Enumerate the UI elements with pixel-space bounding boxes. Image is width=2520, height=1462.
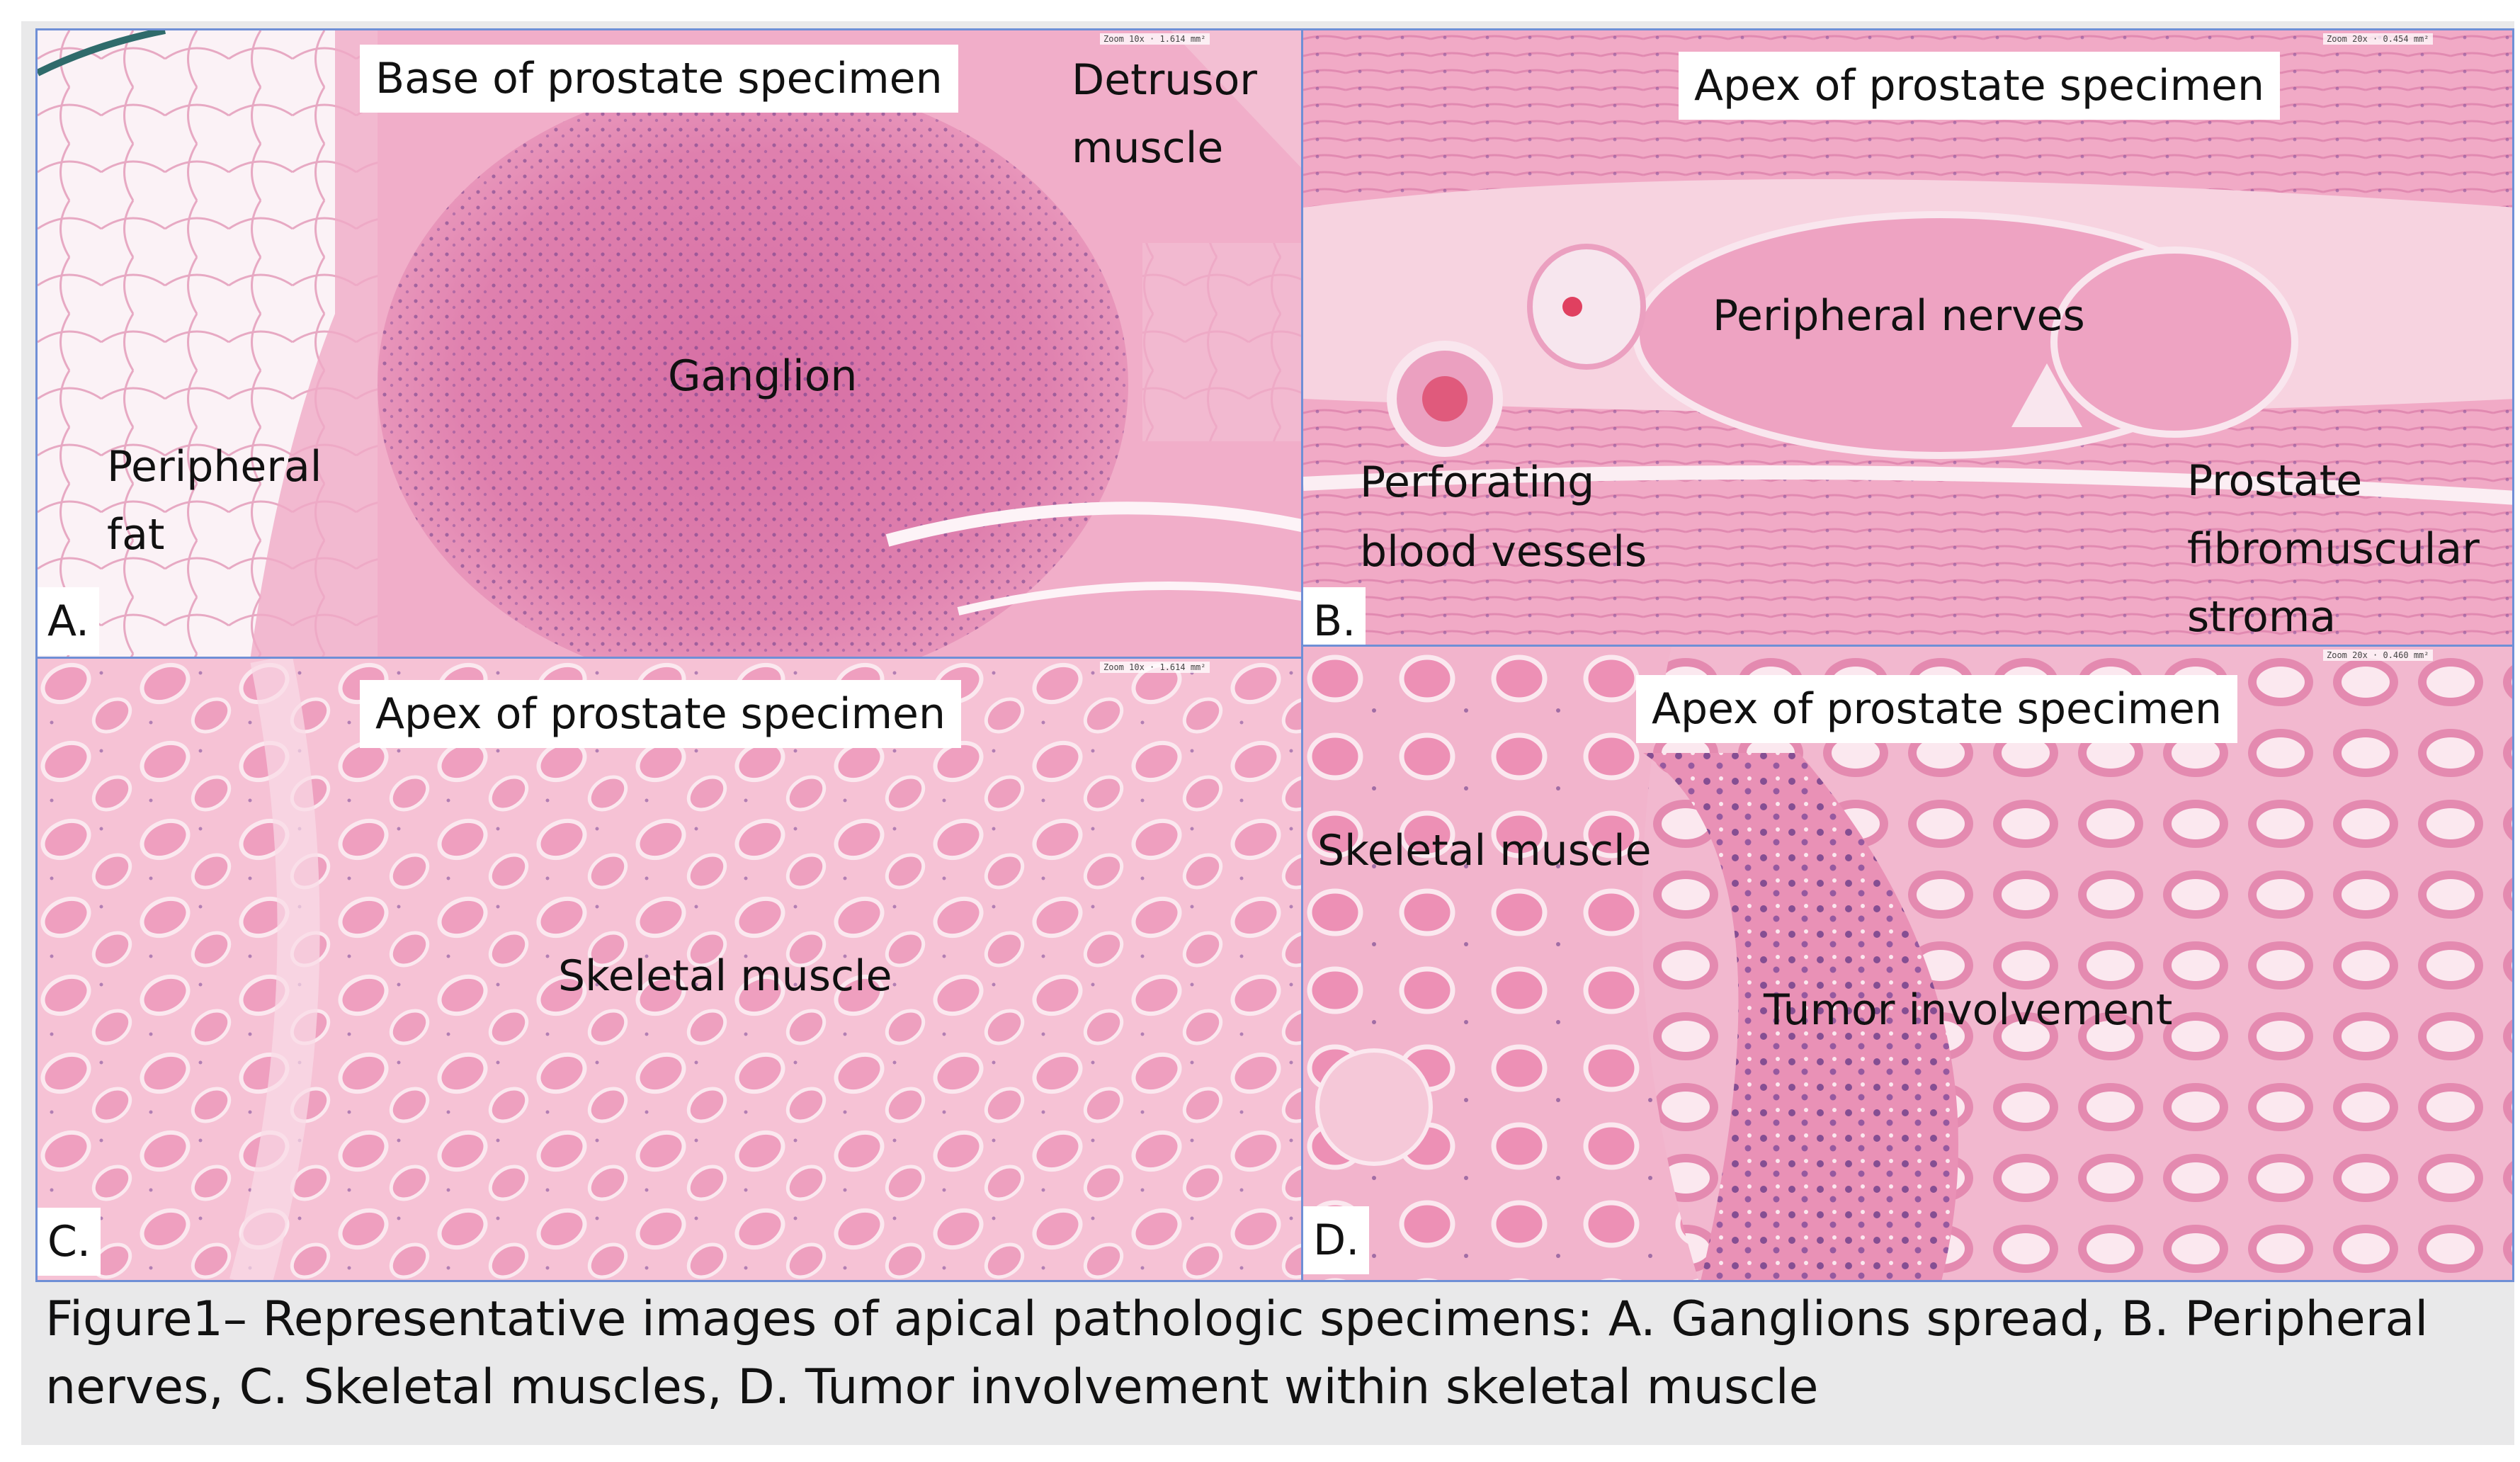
panel-b-label-perforating: Perforating bbox=[1360, 458, 1595, 507]
panel-b-label-prostate: Prostate bbox=[2187, 456, 2363, 506]
panel-a-label-ganglion: Ganglion bbox=[668, 351, 858, 401]
panel-a-title: Base of prostate specimen bbox=[360, 45, 958, 113]
panel-c-letter: C. bbox=[38, 1208, 101, 1276]
panel-b-histology-image bbox=[1303, 30, 2512, 657]
panel-a-histology-image bbox=[38, 30, 1301, 657]
panel-a-label-fat: fat bbox=[107, 510, 165, 560]
panel-b-label-stroma: stroma bbox=[2187, 592, 2337, 642]
panel-b-label-fibromuscular: fibromuscular bbox=[2187, 524, 2480, 574]
panel-b-letter: B. bbox=[1303, 587, 1366, 655]
panel-d-letter: D. bbox=[1303, 1206, 1370, 1274]
panel-c-title: Apex of prostate specimen bbox=[360, 680, 961, 748]
panel-c-zoom-readout: Zoom 10x · 1.614 mm² bbox=[1100, 662, 1210, 673]
figure-frame: Zoom 10x · 1.614 mm² Base of prostate sp… bbox=[21, 21, 2514, 1445]
panel-b: Zoom 20x · 0.454 mm² Apex of prostate sp… bbox=[1301, 28, 2514, 659]
panel-d-label-tumor-involvement: Tumor involvement bbox=[1764, 985, 2173, 1035]
panel-c-histology-image bbox=[38, 659, 1301, 1280]
panel-c-label-skeletal-muscle: Skeletal muscle bbox=[558, 951, 892, 1001]
panel-d-zoom-readout: Zoom 20x · 0.460 mm² bbox=[2323, 650, 2433, 661]
figure-caption: Figure1– Representative images of apical… bbox=[45, 1286, 2482, 1422]
panel-d: Zoom 20x · 0.460 mm² Apex of prostate sp… bbox=[1301, 645, 2514, 1282]
panel-b-title: Apex of prostate specimen bbox=[1679, 52, 2280, 120]
panel-b-label-blood-vessels: blood vessels bbox=[1360, 527, 1647, 577]
caption-line-1: Figure1– Representative images of apical… bbox=[45, 1291, 2429, 1347]
caption-line-2: nerves, C. Skeletal muscles, D. Tumor in… bbox=[45, 1359, 1819, 1415]
panel-d-histology-image bbox=[1303, 647, 2512, 1280]
panel-a-letter: A. bbox=[38, 587, 100, 655]
panel-a-zoom-readout: Zoom 10x · 1.614 mm² bbox=[1100, 33, 1210, 45]
panel-c: Zoom 10x · 1.614 mm² Apex of prostate sp… bbox=[35, 657, 1303, 1282]
panel-b-zoom-readout: Zoom 20x · 0.454 mm² bbox=[2323, 33, 2433, 45]
panel-d-title: Apex of prostate specimen bbox=[1636, 675, 2237, 743]
panel-a-label-muscle: muscle bbox=[1072, 123, 1224, 173]
panel-a: Zoom 10x · 1.614 mm² Base of prostate sp… bbox=[35, 28, 1303, 659]
panel-b-label-peripheral-nerves: Peripheral nerves bbox=[1713, 291, 2085, 341]
panel-d-label-skeletal-muscle: Skeletal muscle bbox=[1317, 826, 1652, 876]
panel-a-label-peripheral: Peripheral bbox=[107, 442, 322, 492]
panel-a-label-detrusor: Detrusor bbox=[1072, 55, 1257, 105]
